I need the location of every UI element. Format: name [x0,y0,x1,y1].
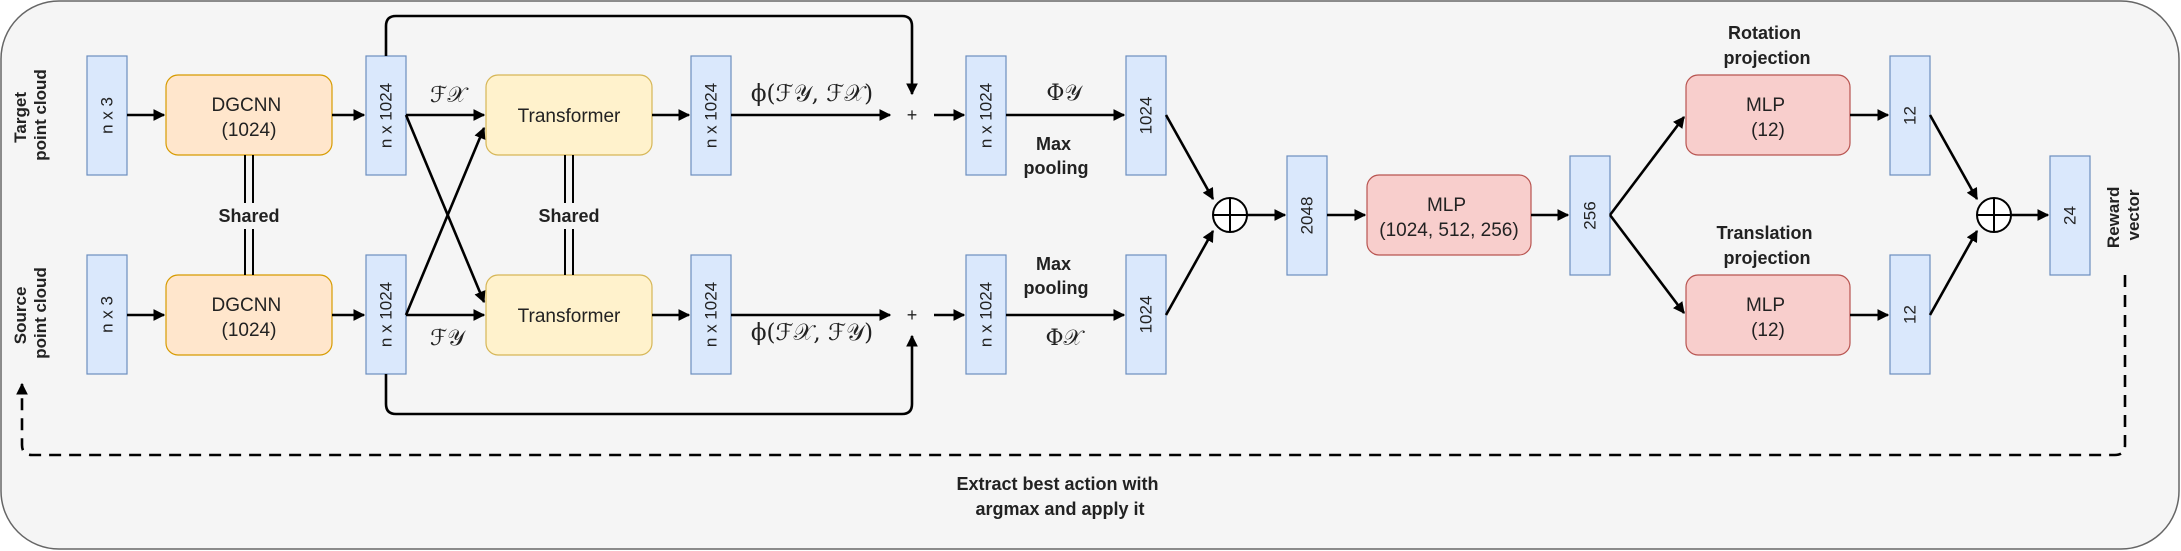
svg-text:+: + [907,305,918,325]
source-point-cloud-label: Source point cloud [11,267,50,359]
svg-text:24: 24 [2061,206,2080,225]
tensor-pooled-source: 1024 [1125,254,1167,375]
svg-text:+: + [907,105,918,125]
svg-text:MLP (1024, 512, 256): MLP (1024, 512, 256) [1379,195,1518,241]
transformer-block-target: Transformer [485,74,653,156]
svg-text:2048: 2048 [1298,197,1317,235]
dgcnn-block-source: DGCNN (1024) [165,274,333,356]
svg-text:n x 1024: n x 1024 [977,83,996,148]
tensor-rotation-output: 12 [1889,55,1931,176]
svg-text:MLP (12): MLP (12) [1746,95,1790,141]
max-pooling-target-label: Max pooling [1024,134,1089,178]
tensor-sum-source: n x 1024 [965,254,1007,375]
svg-text:n x 1024: n x 1024 [702,83,721,148]
svg-text:n x 1024: n x 1024 [377,83,396,148]
tensor-concat: 2048 [1286,155,1328,276]
mlp-block-rotation: MLP (12) [1685,74,1851,156]
phi-y-pool-label: Φ𝒴 [1046,81,1083,106]
svg-text:n x 1024: n x 1024 [377,282,396,347]
svg-text:DGCNN (1024): DGCNN (1024) [212,95,287,141]
svg-text:n x 1024: n x 1024 [702,282,721,347]
translation-projection-label: Translation projection [1716,223,1817,268]
tensor-feature: 256 [1569,155,1611,276]
dgcnn-block-target: DGCNN (1024) [165,74,333,156]
svg-text:n x 3: n x 3 [98,296,117,333]
target-point-cloud-label: Target point cloud [11,69,50,161]
svg-text:1024: 1024 [1137,296,1156,334]
fx-label: ℱ𝒳 [430,83,469,108]
svg-text:1024: 1024 [1137,97,1156,135]
tensor-reward: 24 [2049,155,2091,276]
mlp-block-main: MLP (1024, 512, 256) [1366,174,1532,256]
concat-output-circle-icon [1976,197,2012,233]
svg-text:n x 1024: n x 1024 [977,282,996,347]
svg-text:256: 256 [1581,201,1600,229]
concat-circle-icon [1212,197,1248,233]
feedback-label: Extract best action with argmax and appl… [956,474,1163,519]
svg-text:MLP (12): MLP (12) [1746,295,1790,341]
tensor-transformer-source: n x 1024 [690,254,732,375]
tensor-input-target: n x 3 [86,55,128,176]
shared-link-dgcnn: Shared [210,155,288,275]
tensor-transformer-target: n x 1024 [690,55,732,176]
phi-x-pool-label: Φ𝒳 [1046,326,1086,351]
tensor-sum-target: n x 1024 [965,55,1007,176]
svg-text:n x 3: n x 3 [98,97,117,134]
svg-text:DGCNN (1024): DGCNN (1024) [212,295,287,341]
phi-top-label: ϕ(ℱ𝒴, ℱ𝒳) [751,81,873,107]
svg-text:Transformer: Transformer [518,106,621,127]
tensor-pooled-target: 1024 [1125,55,1167,176]
phi-bottom-label: ϕ(ℱ𝒳, ℱ𝒴) [751,320,873,346]
tensor-input-source: n x 3 [86,254,128,375]
add-node-target: + [900,104,924,128]
transformer-block-source: Transformer [485,274,653,356]
svg-text:Shared: Shared [538,206,599,226]
svg-text:Shared: Shared [218,206,279,226]
tensor-embedding-target: n x 1024 [365,55,407,176]
add-node-source: + [900,304,924,328]
flow-arrows [16,14,2127,457]
tensor-embedding-source: n x 1024 [365,254,407,375]
fy-label: ℱ𝒴 [430,326,466,351]
reward-vector-label: Reward vector [2104,182,2143,248]
tensor-translation-output: 12 [1889,254,1931,375]
mlp-block-translation: MLP (12) [1685,274,1851,356]
svg-text:12: 12 [1901,305,1920,324]
rotation-projection-label: Rotation projection [1723,23,1810,68]
shared-link-transformer: Shared [530,155,608,275]
svg-text:12: 12 [1901,106,1920,125]
svg-text:Transformer: Transformer [518,306,621,327]
max-pooling-source-label: Max pooling [1024,254,1089,298]
